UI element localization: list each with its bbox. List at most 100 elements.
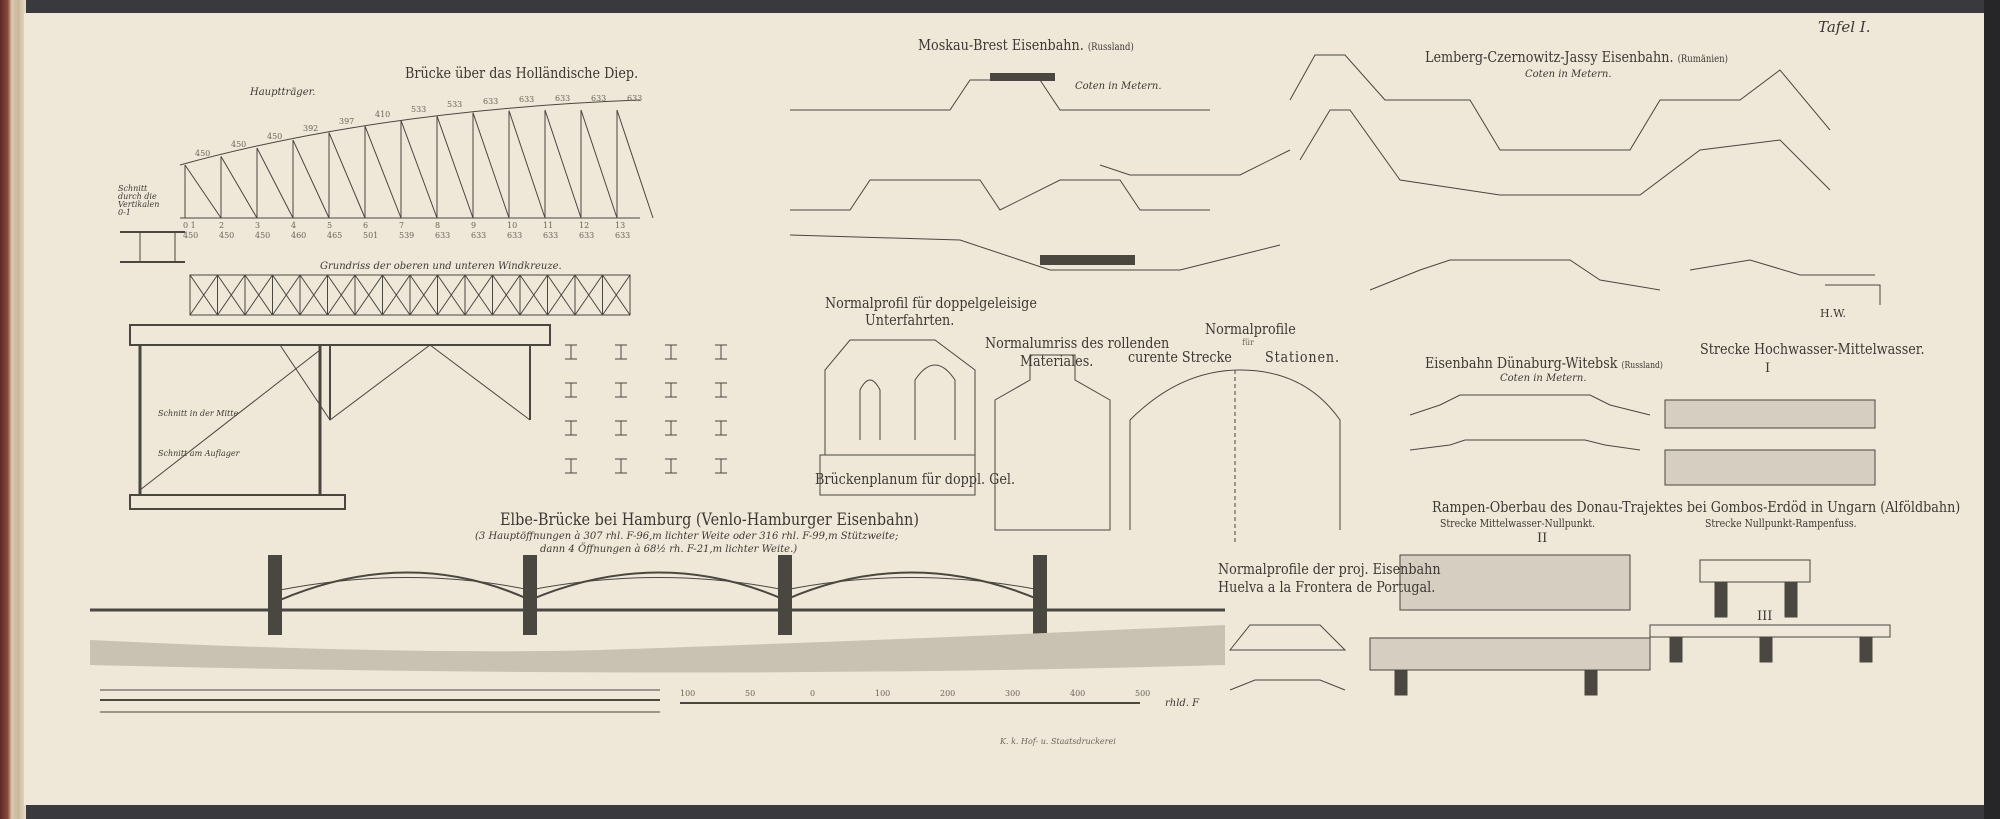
elbe-bridge-elevation	[90, 555, 1225, 713]
bottom-chord-value: 633	[615, 231, 631, 240]
current-line-label: curente Strecke	[1128, 348, 1232, 366]
wind-brace	[574, 274, 603, 316]
donau-title: Rampen-Oberbau des Donau-Trajektes bei G…	[1432, 498, 1961, 516]
scale-tick: 400	[1070, 689, 1086, 698]
elbe-bridge-title: Elbe-Brücke bei Hamburg (Venlo-Hamburger…	[500, 510, 919, 530]
duenaburg-title: Eisenbahn Dünaburg-Witebsk (Russland)	[1425, 354, 1663, 372]
panel-number: 7	[399, 221, 405, 230]
wind-brace	[382, 274, 411, 316]
high-water-label: H.W.	[1820, 307, 1846, 320]
wind-brace	[244, 274, 273, 316]
huelva-title-1: Normalprofile der proj. Eisenbahn	[1218, 560, 1441, 578]
small-profile-sketches	[565, 344, 727, 474]
elbe-subtitle-2: dann 4 Öffnungen à 68½ rh. F-21,m lichte…	[540, 544, 798, 555]
bridge-deck-label: Brückenplanum für doppl. Gel.	[815, 470, 1016, 488]
truss-diagonal	[328, 132, 366, 219]
wind-brace	[464, 274, 493, 316]
wind-bracing-plan	[189, 274, 631, 316]
hochwasser-title: Strecke Hochwasser-Mittelwasser.	[1700, 340, 1925, 358]
truss-diagonal	[616, 109, 654, 219]
truss-diagonal	[436, 115, 474, 219]
wind-brace	[189, 274, 218, 316]
moskau-brest-title: Moskau-Brest Eisenbahn. (Russland)	[918, 36, 1134, 54]
member-profile	[665, 344, 677, 360]
truss-diagonal	[184, 164, 222, 219]
tunnel-profiles	[819, 339, 1341, 545]
fuer-label: für	[1242, 338, 1254, 347]
top-chord-value: 450	[267, 132, 283, 141]
lemberg-profiles	[1289, 54, 1881, 305]
top-chord-value: 450	[231, 140, 247, 150]
scale-tick: 200	[940, 689, 956, 698]
member-profile	[565, 458, 577, 474]
wind-brace	[299, 274, 328, 316]
truss-diagonal	[508, 110, 546, 219]
bottom-chord-value: 501	[363, 231, 379, 240]
lemberg-title: Lemberg-Czernowitz-Jassy Eisenbahn. (Rum…	[1425, 48, 1728, 66]
member-profile	[715, 458, 727, 474]
panel-number: 3	[255, 221, 261, 230]
hollands-diep-title: Brücke über das Holländische Diep.	[405, 64, 639, 82]
truss-diagonal	[400, 120, 438, 219]
scale-tick: 50	[745, 689, 756, 698]
member-profile	[565, 382, 577, 398]
member-profile	[615, 344, 627, 360]
panel-number: 8	[435, 221, 441, 230]
panel-number: 6	[363, 221, 369, 230]
member-profile	[715, 382, 727, 398]
bottom-chord-value: 633	[471, 231, 487, 240]
unterfahrten-title-1: Normalprofil für doppelgeleisige	[825, 294, 1037, 312]
wind-brace	[547, 274, 576, 316]
member-profile	[565, 420, 577, 436]
bottom-chord-value: 450	[219, 231, 235, 240]
bottom-chord-value: 465	[327, 231, 343, 240]
scale-tick: 100	[680, 689, 696, 698]
bottom-chord-value: 539	[399, 231, 415, 240]
wind-brace	[519, 274, 548, 316]
truss-diagonal	[544, 109, 582, 219]
wind-brace	[327, 274, 356, 316]
top-chord-value: 633	[483, 96, 499, 106]
huelva-title-2: Huelva a la Frontera de Portugal.	[1218, 578, 1436, 596]
plate-number: Tafel I.	[1818, 18, 1871, 36]
member-profile	[615, 420, 627, 436]
panel-number: 10	[507, 221, 518, 230]
wind-brace	[437, 274, 466, 316]
wind-brace	[492, 274, 521, 316]
panel-number: 11	[543, 221, 554, 230]
bottom-chord-value: 633	[507, 231, 523, 240]
panel-number: 12	[579, 221, 590, 230]
member-profile	[715, 420, 727, 436]
member-profile	[615, 382, 627, 398]
member-profile	[665, 458, 677, 474]
huelva-profiles	[1228, 624, 1347, 691]
top-chord-value: 533	[447, 99, 463, 109]
section-number-2: II	[1537, 531, 1548, 546]
background-edge	[1984, 0, 2000, 819]
donau-right-title: Strecke Nullpunkt-Rampenfuss.	[1705, 517, 1857, 530]
truss-diagonal	[292, 139, 330, 219]
scale-tick: 0	[810, 689, 816, 698]
top-chord-value: 633	[519, 94, 535, 104]
scale-tick: 100	[875, 689, 891, 698]
scale-unit: rhld. F	[1165, 698, 1200, 709]
bottom-chord-value: 450	[183, 231, 199, 240]
bottom-chord-value: 450	[255, 231, 271, 240]
panel-number: 0 1	[183, 221, 196, 230]
section-number-1: I	[1765, 361, 1771, 376]
middle-section-label: Schnitt in der Mitte	[158, 409, 239, 418]
duenaburg-profiles	[1409, 394, 1651, 451]
main-girder-truss	[179, 99, 654, 219]
panel-number: 9	[471, 221, 477, 230]
main-girder-label: Hauptträger.	[250, 87, 316, 98]
rolling-stock-title-2: Materiales.	[1020, 352, 1094, 370]
wind-brace	[272, 274, 301, 316]
elbe-subtitle-1: (3 Hauptöffnungen à 307 rhl. F-96,m lich…	[475, 531, 899, 542]
truss-diagonal	[256, 147, 294, 219]
ramp-superstructure-sections	[1369, 399, 1891, 696]
rolling-stock-title-1: Normalumriss des rollenden	[985, 334, 1170, 352]
panel-number: 2	[219, 221, 225, 230]
top-chord-value: 397	[339, 116, 355, 126]
bottom-chord-value: 460	[291, 231, 307, 240]
